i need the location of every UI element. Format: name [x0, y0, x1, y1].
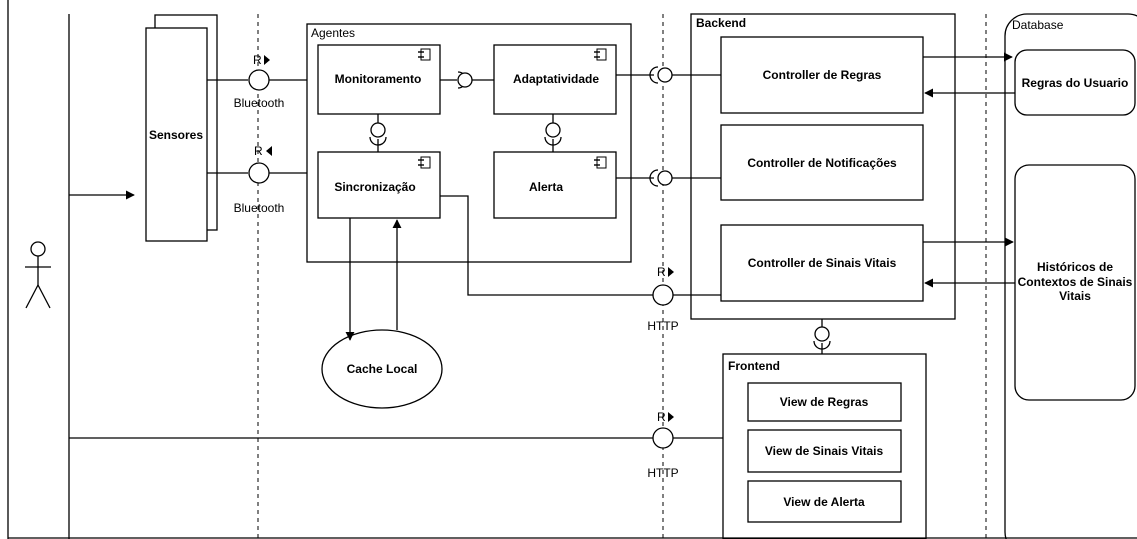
sync-to-backend-http: R HTTP: [440, 195, 721, 333]
http-frontend-protocol: HTTP: [647, 466, 678, 480]
alert-to-notif-connector: [616, 169, 721, 187]
historicos-label-line1: Históricos de: [1037, 260, 1113, 274]
bluetooth-top-role: R: [253, 53, 262, 67]
sensors-node: Sensores: [145, 14, 218, 242]
view-regras-label: View de Regras: [780, 395, 869, 409]
alerta-label: Alerta: [529, 180, 563, 194]
cache-local-node: Cache Local: [321, 329, 443, 409]
monitor-sync-connector: [369, 114, 387, 152]
view-regras: View de Regras: [747, 382, 902, 422]
actor-user-icon: [25, 241, 51, 309]
sincronizacao-component: Sincronização: [317, 151, 441, 219]
adaptatividade-component: Adaptatividade: [493, 44, 617, 115]
backend-frontend-connector: [813, 319, 831, 354]
agents-title: Agentes: [311, 26, 355, 40]
alerta-component: Alerta: [493, 151, 617, 219]
component-icon: [418, 48, 431, 61]
play-triangle-icon: [668, 267, 674, 277]
controller-regras-label: Controller de Regras: [763, 68, 882, 82]
adaptatividade-label: Adaptatividade: [513, 72, 599, 86]
http-backend-protocol: HTTP: [647, 319, 678, 333]
regras-usuario-label: Regras do Usuario: [1022, 76, 1129, 90]
view-sinais-vitais: View de Sinais Vitais: [747, 429, 902, 473]
http-frontend-role: R: [657, 410, 666, 424]
sensors-label: Sensores: [149, 128, 203, 142]
frontend-http-interface: R HTTP: [647, 410, 723, 480]
monitor-adapt-connector: [440, 71, 494, 89]
play-triangle-icon: [264, 55, 270, 65]
frontend-title: Frontend: [728, 359, 780, 373]
bluetooth-bottom-protocol: Bluetooth: [234, 201, 285, 215]
historicos-label-line3: Vitais: [1059, 289, 1091, 303]
agents-frame: Agentes: [306, 23, 632, 263]
regras-usuario-store: Regras do Usuario: [1014, 49, 1136, 116]
http-backend-role: R: [657, 265, 666, 279]
monitoramento-label: Monitoramento: [335, 72, 422, 86]
bluetooth-bottom-interface: R Bluetooth: [207, 144, 307, 215]
controller-sinais-vitais: Controller de Sinais Vitais: [720, 224, 924, 302]
backend-frame: Backend: [690, 13, 956, 320]
backend-title: Backend: [696, 16, 746, 30]
controller-sinais-vitais-label: Controller de Sinais Vitais: [748, 256, 897, 270]
view-alerta-label: View de Alerta: [783, 495, 865, 509]
controller-regras: Controller de Regras: [720, 36, 924, 114]
historicos-label-line2: Contextos de Sinais: [1018, 275, 1133, 289]
component-icon: [594, 48, 607, 61]
play-triangle-icon: [668, 412, 674, 422]
view-sinais-vitais-label: View de Sinais Vitais: [765, 444, 884, 458]
frontend-frame: Frontend: [722, 353, 927, 539]
component-icon: [594, 156, 607, 169]
view-alerta: View de Alerta: [747, 480, 902, 523]
sincronizacao-label: Sincronização: [334, 180, 415, 194]
database-title: Database: [1012, 18, 1064, 32]
historicos-store: Históricos de Contextos de Sinais Vitais: [1014, 164, 1136, 401]
reverse-triangle-icon: [266, 146, 272, 156]
adapt-to-regras-connector: [616, 66, 721, 84]
component-icon: [418, 156, 431, 169]
monitoramento-component: Monitoramento: [317, 44, 441, 115]
bluetooth-top-protocol: Bluetooth: [234, 96, 285, 110]
database-frame: Database: [1004, 13, 1137, 539]
bluetooth-bottom-role: R: [254, 144, 263, 158]
cache-local-label: Cache Local: [347, 362, 418, 376]
bluetooth-top-interface: R Bluetooth: [207, 53, 307, 110]
controller-notificacoes: Controller de Notificações: [720, 124, 924, 201]
controller-notificacoes-label: Controller de Notificações: [747, 156, 897, 170]
adapt-alert-connector: [544, 114, 562, 152]
